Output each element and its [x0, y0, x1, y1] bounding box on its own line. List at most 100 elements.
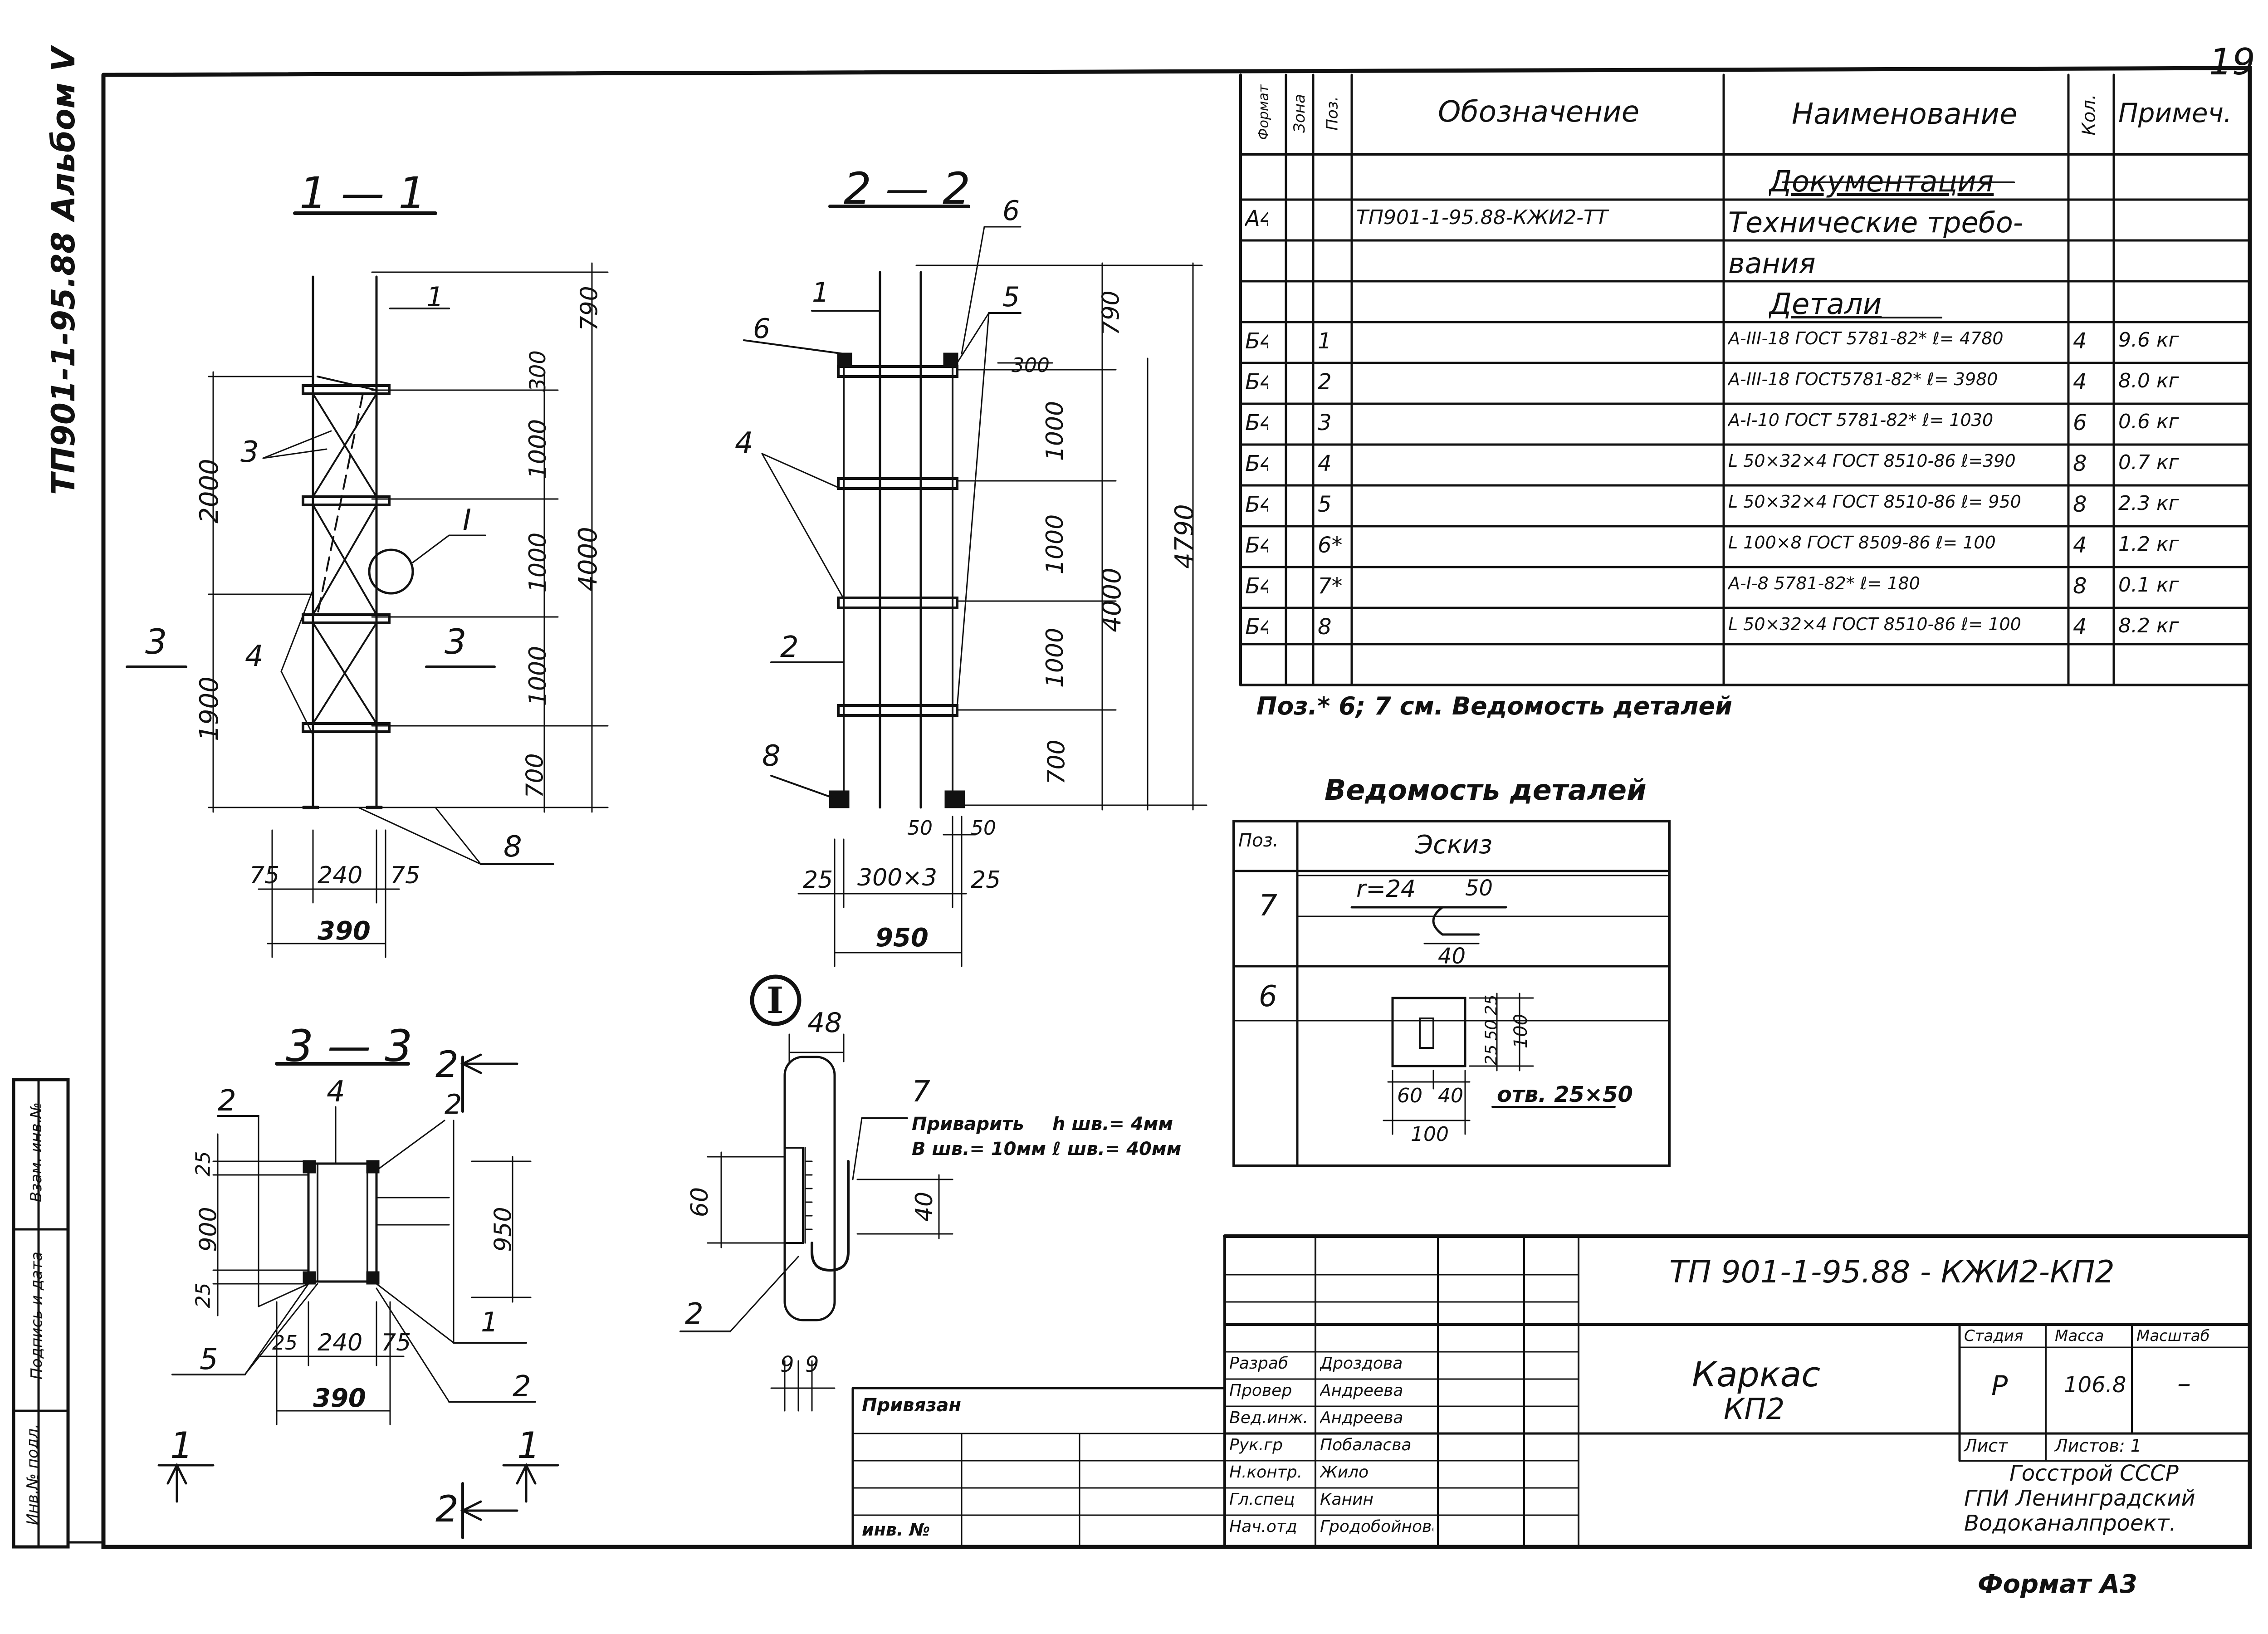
- spec-cell-format: Б4: [1245, 451, 1268, 476]
- s11-dim-1000b: 1000: [524, 532, 552, 593]
- section-1-1-title: 1 — 1: [299, 168, 426, 219]
- s11-dim-790: 790: [576, 286, 603, 331]
- details-header-sketch: Эскиз: [1415, 830, 1492, 860]
- node-i-dim-40: 40: [911, 1191, 938, 1222]
- side-stamp-replace: Взам. инв.№: [27, 1102, 46, 1203]
- spec-cell-format: Б4: [1245, 369, 1268, 395]
- side-stamp-sign: Подпись и дата: [27, 1252, 46, 1380]
- signature-role: Нач.отд: [1229, 1517, 1297, 1536]
- s33-dim-25a: 25: [191, 1151, 215, 1177]
- tb-stage-label: Стадия: [1964, 1327, 2024, 1345]
- spec-cell-format: Б4: [1245, 533, 1268, 558]
- s11-dim-4000: 4000: [573, 527, 603, 592]
- spec-cell-qty: 4: [2073, 614, 2087, 640]
- s33-cut-1-right: 1: [517, 1424, 540, 1467]
- tb-sheet-label: Лист: [1964, 1436, 2008, 1456]
- spec-cell-name: L 50×32×4 ГОСТ 8510-86 ℓ=390: [1728, 451, 2016, 471]
- s22-callout-4: 4: [735, 426, 753, 460]
- s33-dim-950: 950: [489, 1207, 517, 1252]
- format-note: Формат А3: [1978, 1570, 2137, 1599]
- s11-bdim-390: 390: [318, 916, 371, 946]
- spec-header-note: Примеч.: [2118, 98, 2232, 128]
- signature-name: Гродобойнова: [1320, 1517, 1433, 1536]
- tb-scale-label: Масштаб: [2136, 1327, 2210, 1345]
- tb-stage: Р: [1991, 1370, 2008, 1402]
- spec-cell-qty: 8: [2073, 492, 2087, 517]
- details-6-100-side: 100: [1510, 1013, 1532, 1049]
- details-7-40: 40: [1438, 944, 1466, 969]
- s11-cut-left: 3: [145, 621, 167, 662]
- s11-callout-node: I: [463, 504, 471, 537]
- s22-callout-1: 1: [812, 277, 830, 308]
- node-i-dim-48: 48: [807, 1007, 842, 1039]
- spec-cell-qty: 6: [2073, 410, 2087, 435]
- spec-cell-name: L 50×32×4 ГОСТ 8510-86 ℓ= 950: [1728, 492, 2021, 512]
- spec-cell-pos: 4: [1318, 451, 1332, 476]
- signature-name: Андреева: [1320, 1381, 1403, 1400]
- section-2-2-lines: [743, 205, 1207, 967]
- node-i-dim-9b: 9: [805, 1352, 819, 1377]
- spec-cell-pos: 2: [1318, 369, 1332, 395]
- section-3-3-lines: [157, 1053, 559, 1539]
- details-6-25a: 25: [1482, 994, 1501, 1016]
- details-pos-7: 7: [1259, 889, 1277, 923]
- node-i-dim-9a: 9: [780, 1352, 794, 1377]
- spec-cell-name: А-III-18 ГОСТ 5781-82* ℓ= 4780: [1728, 328, 2004, 348]
- spec-cell-note: 0.7 кг: [2118, 451, 2179, 474]
- s11-dim-700: 700: [521, 753, 549, 798]
- s11-callout-1: 1: [426, 281, 444, 313]
- s11-callout-8: 8: [503, 830, 522, 864]
- signature-name: Жило: [1320, 1463, 1369, 1482]
- tb-mass-label: Масса: [2055, 1327, 2104, 1345]
- details-7-50: 50: [1465, 876, 1493, 901]
- details-6-hole-note: отв. 25×50: [1497, 1082, 1633, 1107]
- spec-cell-format: Б4: [1245, 328, 1268, 354]
- s22-callout-8: 8: [762, 739, 781, 773]
- s33-cut-1-left: 1: [170, 1424, 193, 1467]
- spec-header-pos: Поз.: [1323, 96, 1342, 131]
- spec-cell-format: А4: [1245, 206, 1268, 231]
- s33-bdim-25: 25: [272, 1331, 298, 1355]
- node-i-callout-2: 2: [685, 1297, 704, 1331]
- spec-cell-name: А-I-10 ГОСТ 5781-82* ℓ= 1030: [1728, 410, 1994, 430]
- spec-cell-pos: 7*: [1318, 573, 1343, 599]
- details-6-40: 40: [1438, 1084, 1463, 1107]
- tb-inv-no: инв. №: [862, 1520, 930, 1540]
- signature-name: Дроздова: [1320, 1354, 1403, 1373]
- s11-callout-3: 3: [240, 435, 259, 469]
- tb-scale: –: [2177, 1368, 2191, 1399]
- signature-name: Канин: [1320, 1490, 1374, 1509]
- tb-code: ТП 901-1-95.88 - КЖИ2-КП2: [1669, 1254, 2115, 1290]
- s11-callout-4: 4: [245, 640, 264, 673]
- spec-cell-qty: 8: [2073, 573, 2087, 599]
- spec-cell-pos: 1: [1318, 328, 1332, 354]
- spec-cell-format: Б4: [1245, 573, 1268, 599]
- spec-cell-note: 2.3 кг: [2118, 492, 2179, 515]
- spec-cell-name: L 50×32×4 ГОСТ 8510-86 ℓ= 100: [1728, 614, 2021, 634]
- signature-name: Андреева: [1320, 1409, 1403, 1427]
- spec-cell-note: 0.6 кг: [2118, 410, 2179, 433]
- spec-cell-note: 1.2 кг: [2118, 533, 2179, 556]
- signature-role: Провер: [1229, 1381, 1292, 1400]
- weld-note-3: h шв.= 4мм: [1052, 1114, 1173, 1135]
- s33-bdim-75: 75: [381, 1329, 411, 1356]
- tb-sheets-label: Листов: 1: [2055, 1436, 2142, 1456]
- spec-cell-format: Б4: [1245, 492, 1268, 517]
- spec-cell-name: Технические требо-: [1728, 206, 2024, 239]
- node-i-lines: [679, 974, 953, 1412]
- spec-cell-format: Б4: [1245, 614, 1268, 640]
- s22-bdim-50b: 50: [971, 817, 996, 840]
- s33-callout-2a: 2: [218, 1084, 236, 1118]
- s33-bdim-240: 240: [318, 1329, 363, 1356]
- s22-dim-700: 700: [1043, 739, 1070, 785]
- tb-mass: 106.8: [2064, 1372, 2126, 1398]
- s11-dim-2000: 2000: [194, 459, 224, 523]
- page-number: 19: [2209, 41, 2255, 83]
- s33-callout-2b: 2: [445, 1089, 462, 1120]
- side-stamp-inv: Инв.№ подл.: [23, 1424, 42, 1525]
- details-7-r: r=24: [1356, 876, 1416, 903]
- spec-header-zone: Зона: [1290, 94, 1309, 133]
- signature-role: Вед.инж.: [1229, 1409, 1308, 1427]
- signature-role: Н.контр.: [1229, 1463, 1303, 1482]
